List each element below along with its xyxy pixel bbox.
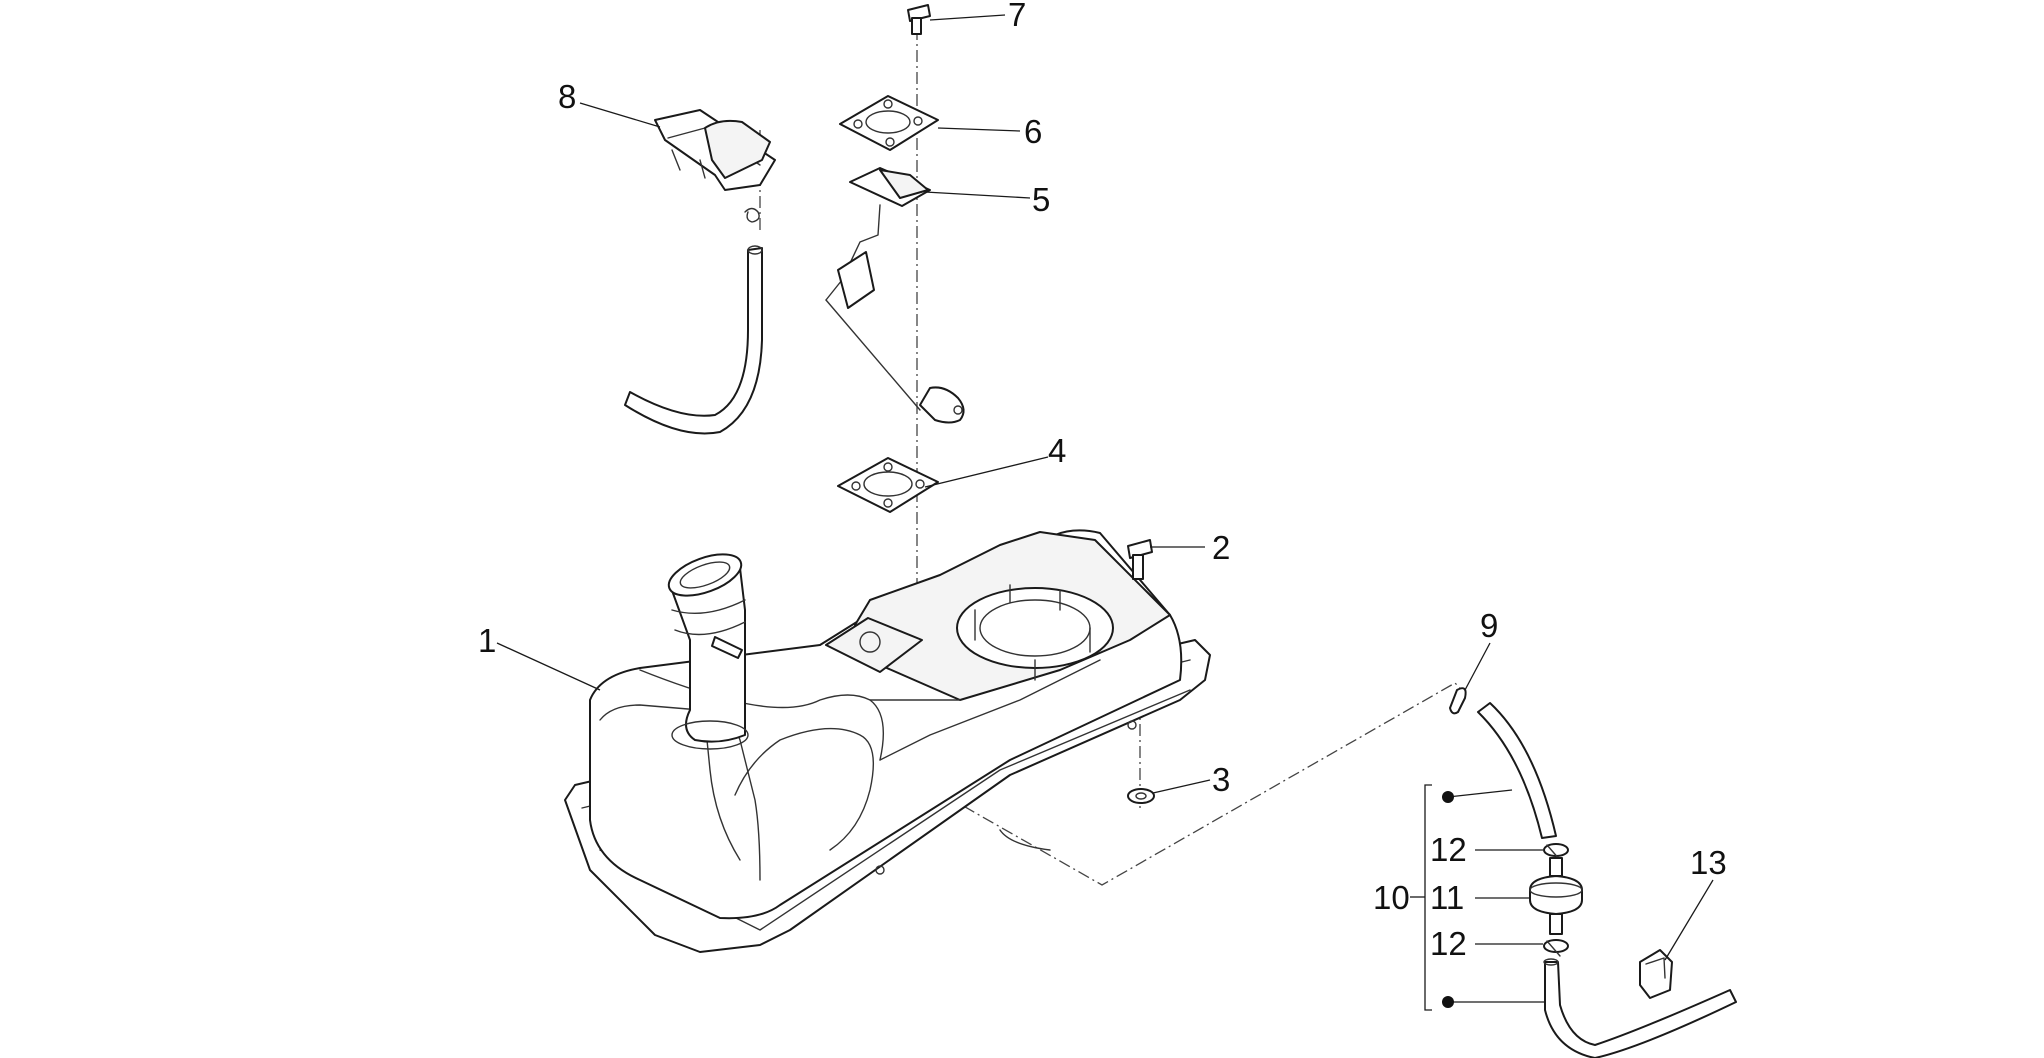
bolt-2[interactable] <box>1127 539 1153 580</box>
valve-11[interactable] <box>1529 857 1583 935</box>
hose-upper[interactable] <box>1477 702 1557 839</box>
callout-9: 9 <box>1480 607 1498 644</box>
marker-dot-lower <box>1442 996 1454 1008</box>
callout-1: 1 <box>478 622 496 659</box>
callout-12-lower: 12 <box>1430 925 1467 962</box>
callout-2: 2 <box>1212 529 1230 566</box>
hose-lower[interactable] <box>1543 958 1737 1058</box>
callout-labels: 1 2 3 4 5 6 7 8 9 10 11 12 12 13 <box>478 0 1727 962</box>
gasket-4[interactable] <box>837 457 939 513</box>
callout-3: 3 <box>1212 761 1230 798</box>
callout-4: 4 <box>1048 432 1066 469</box>
hose-clamp-12-lower[interactable] <box>1543 939 1569 957</box>
callout-5: 5 <box>1032 181 1050 218</box>
callout-11: 11 <box>1430 879 1464 916</box>
callout-10: 10 <box>1373 879 1410 916</box>
filler-bracket-8[interactable] <box>654 109 776 191</box>
fuel-level-sender-5[interactable] <box>825 167 965 424</box>
flange-plate-6[interactable] <box>839 95 939 151</box>
hose-clamp[interactable] <box>744 207 760 223</box>
fuel-tank[interactable] <box>564 529 1211 953</box>
bracket-13[interactable] <box>1639 949 1673 999</box>
callout-8: 8 <box>558 78 576 115</box>
screw-7[interactable] <box>907 4 931 35</box>
leader-lines <box>496 14 1714 1008</box>
callout-13: 13 <box>1690 844 1727 881</box>
callout-7: 7 <box>1008 0 1026 33</box>
marker-dot-upper <box>1442 791 1454 803</box>
washer-3[interactable] <box>1127 788 1155 804</box>
hose-clamp-12-upper[interactable] <box>1543 843 1569 861</box>
callout-12-upper: 12 <box>1430 831 1467 868</box>
vent-hose[interactable] <box>624 245 763 435</box>
callout-6: 6 <box>1024 113 1042 150</box>
group-bracket-10 <box>1410 784 1432 1011</box>
clip-9[interactable] <box>1449 687 1467 715</box>
